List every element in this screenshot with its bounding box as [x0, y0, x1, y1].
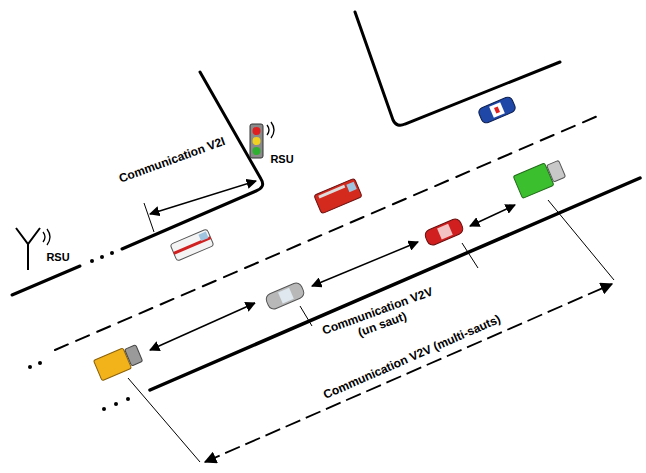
- police-car: [477, 96, 516, 125]
- ladder: [318, 185, 345, 199]
- measure-line: [128, 378, 200, 462]
- measure-line: [462, 243, 478, 268]
- vehicle-body: [264, 281, 305, 311]
- dot: [110, 251, 114, 255]
- vehicle-body: [423, 217, 464, 247]
- measure-tick: [144, 203, 154, 232]
- window: [198, 232, 208, 242]
- window: [346, 182, 356, 192]
- roads: [12, 12, 640, 390]
- link-label: Communication V2I: [114, 133, 230, 187]
- v2v-arrow: [150, 303, 255, 350]
- v2i-arrow: [150, 181, 256, 214]
- cab: [125, 345, 143, 366]
- road-edge: [12, 266, 80, 295]
- dot: [126, 397, 130, 401]
- dot: [38, 361, 42, 365]
- window: [437, 224, 453, 240]
- rsu-label: RSU: [267, 153, 296, 166]
- road-edge: [355, 12, 560, 125]
- measure-line: [548, 200, 614, 280]
- ambulance: [170, 229, 214, 261]
- window: [278, 288, 294, 304]
- grey-car: [264, 281, 305, 311]
- road-continuation-dots: [28, 251, 130, 411]
- siren: [494, 106, 500, 113]
- red-car: [423, 217, 464, 247]
- road-edge: [122, 72, 263, 249]
- green-light: [253, 147, 261, 155]
- dot: [90, 259, 94, 263]
- communication-arrows: [128, 181, 614, 462]
- dot: [28, 365, 32, 369]
- vehicle-body: [170, 229, 214, 261]
- yellow-light: [253, 137, 261, 145]
- v2v-arrow: [470, 205, 515, 226]
- dot: [114, 402, 118, 406]
- signal-waves: [267, 122, 274, 138]
- rsu-label: RSU: [43, 251, 72, 264]
- green-truck: [513, 158, 567, 199]
- vehicle-body: [314, 178, 362, 214]
- v2v-arrow: [312, 242, 418, 286]
- cab: [547, 160, 566, 182]
- traffic-light-body: [250, 124, 263, 158]
- yellow-truck: [93, 343, 143, 381]
- signal-waves: [43, 229, 50, 245]
- roof: [489, 102, 505, 118]
- vehicle-body: [477, 96, 516, 125]
- measure-line: [300, 306, 312, 326]
- antenna-mast: [16, 228, 40, 270]
- dot: [100, 255, 104, 259]
- fire-truck: [314, 178, 362, 214]
- red-light: [253, 127, 261, 135]
- dot: [102, 407, 106, 411]
